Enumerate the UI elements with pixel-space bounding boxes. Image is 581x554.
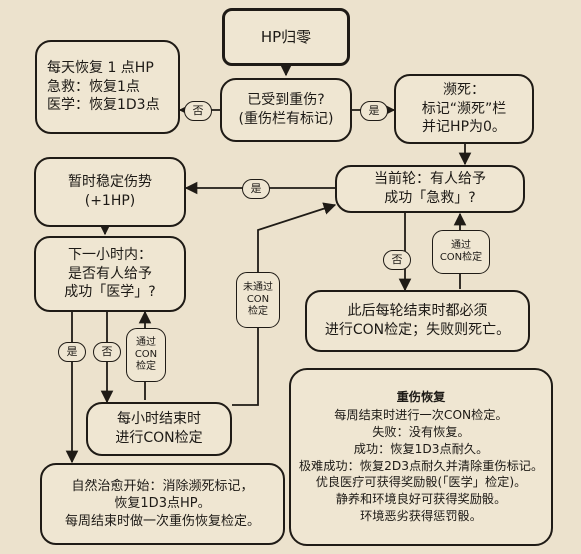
recovery-line: 每周结束时进行一次CON检定。 <box>334 408 508 423</box>
label-pass-con-right: 通过 CON检定 <box>432 230 490 274</box>
label-yes-medicine: 是 <box>58 342 86 362</box>
label-yes-right: 是 <box>360 101 388 121</box>
recovery-line: 失败：没有恢复。 <box>372 424 470 439</box>
node-natural-healing: 自然治愈开始：消除濒死标记， 恢复1D3点HP。 每周结束时做一次重伤恢复检定。 <box>40 463 285 545</box>
node-round-con-check: 此后每轮结束时都必须 进行CON检定；失败则死亡。 <box>305 290 530 352</box>
node-hp-zero: HP归零 <box>222 8 350 66</box>
panel-major-wound-recovery: 重伤恢复 每周结束时进行一次CON检定。 失败：没有恢复。 成功：恢复1D3点耐… <box>289 368 553 546</box>
node-medicine-check: 下一小时内： 是否有人给予 成功「医学」? <box>34 236 186 312</box>
label-fail-con: 未通过 CON 检定 <box>236 272 280 328</box>
recovery-line: 静养和环境良好可获得奖励骰。 <box>335 492 507 507</box>
label-no-down: 否 <box>383 250 411 270</box>
recovery-line: 成功：恢复1D3点耐久。 <box>353 441 489 456</box>
recovery-line: 环境恶劣获得惩罚骰。 <box>360 508 482 523</box>
label-pass-con-left: 通过 CON 检定 <box>126 328 166 382</box>
recovery-line: 优良医疗可获得奖励骰(「医学」检定)。 <box>315 475 527 490</box>
node-stabilize: 暂时稳定伤势 (+1HP) <box>34 157 186 227</box>
label-no-left: 否 <box>184 101 212 121</box>
node-hourly-con-check: 每小时结束时 进行CON检定 <box>86 402 232 456</box>
recovery-line: 极难成功：恢复2D3点耐久并清除重伤标记。 <box>298 458 544 473</box>
node-daily-recovery: 每天恢复 1 点HP 急救：恢复1点 医学：恢复1D3点 <box>35 40 180 134</box>
node-severe-injury-check: 已受到重伤? (重伤栏有标记) <box>220 78 352 142</box>
node-dying: 濒死： 标记“濒死”栏 并记HP为0。 <box>394 74 534 144</box>
panel-title: 重伤恢复 <box>396 390 446 405</box>
node-first-aid-check: 当前轮：有人给予 成功「急救」? <box>335 165 525 213</box>
label-no-medicine: 否 <box>93 342 121 362</box>
label-yes-stabilize: 是 <box>242 179 270 199</box>
